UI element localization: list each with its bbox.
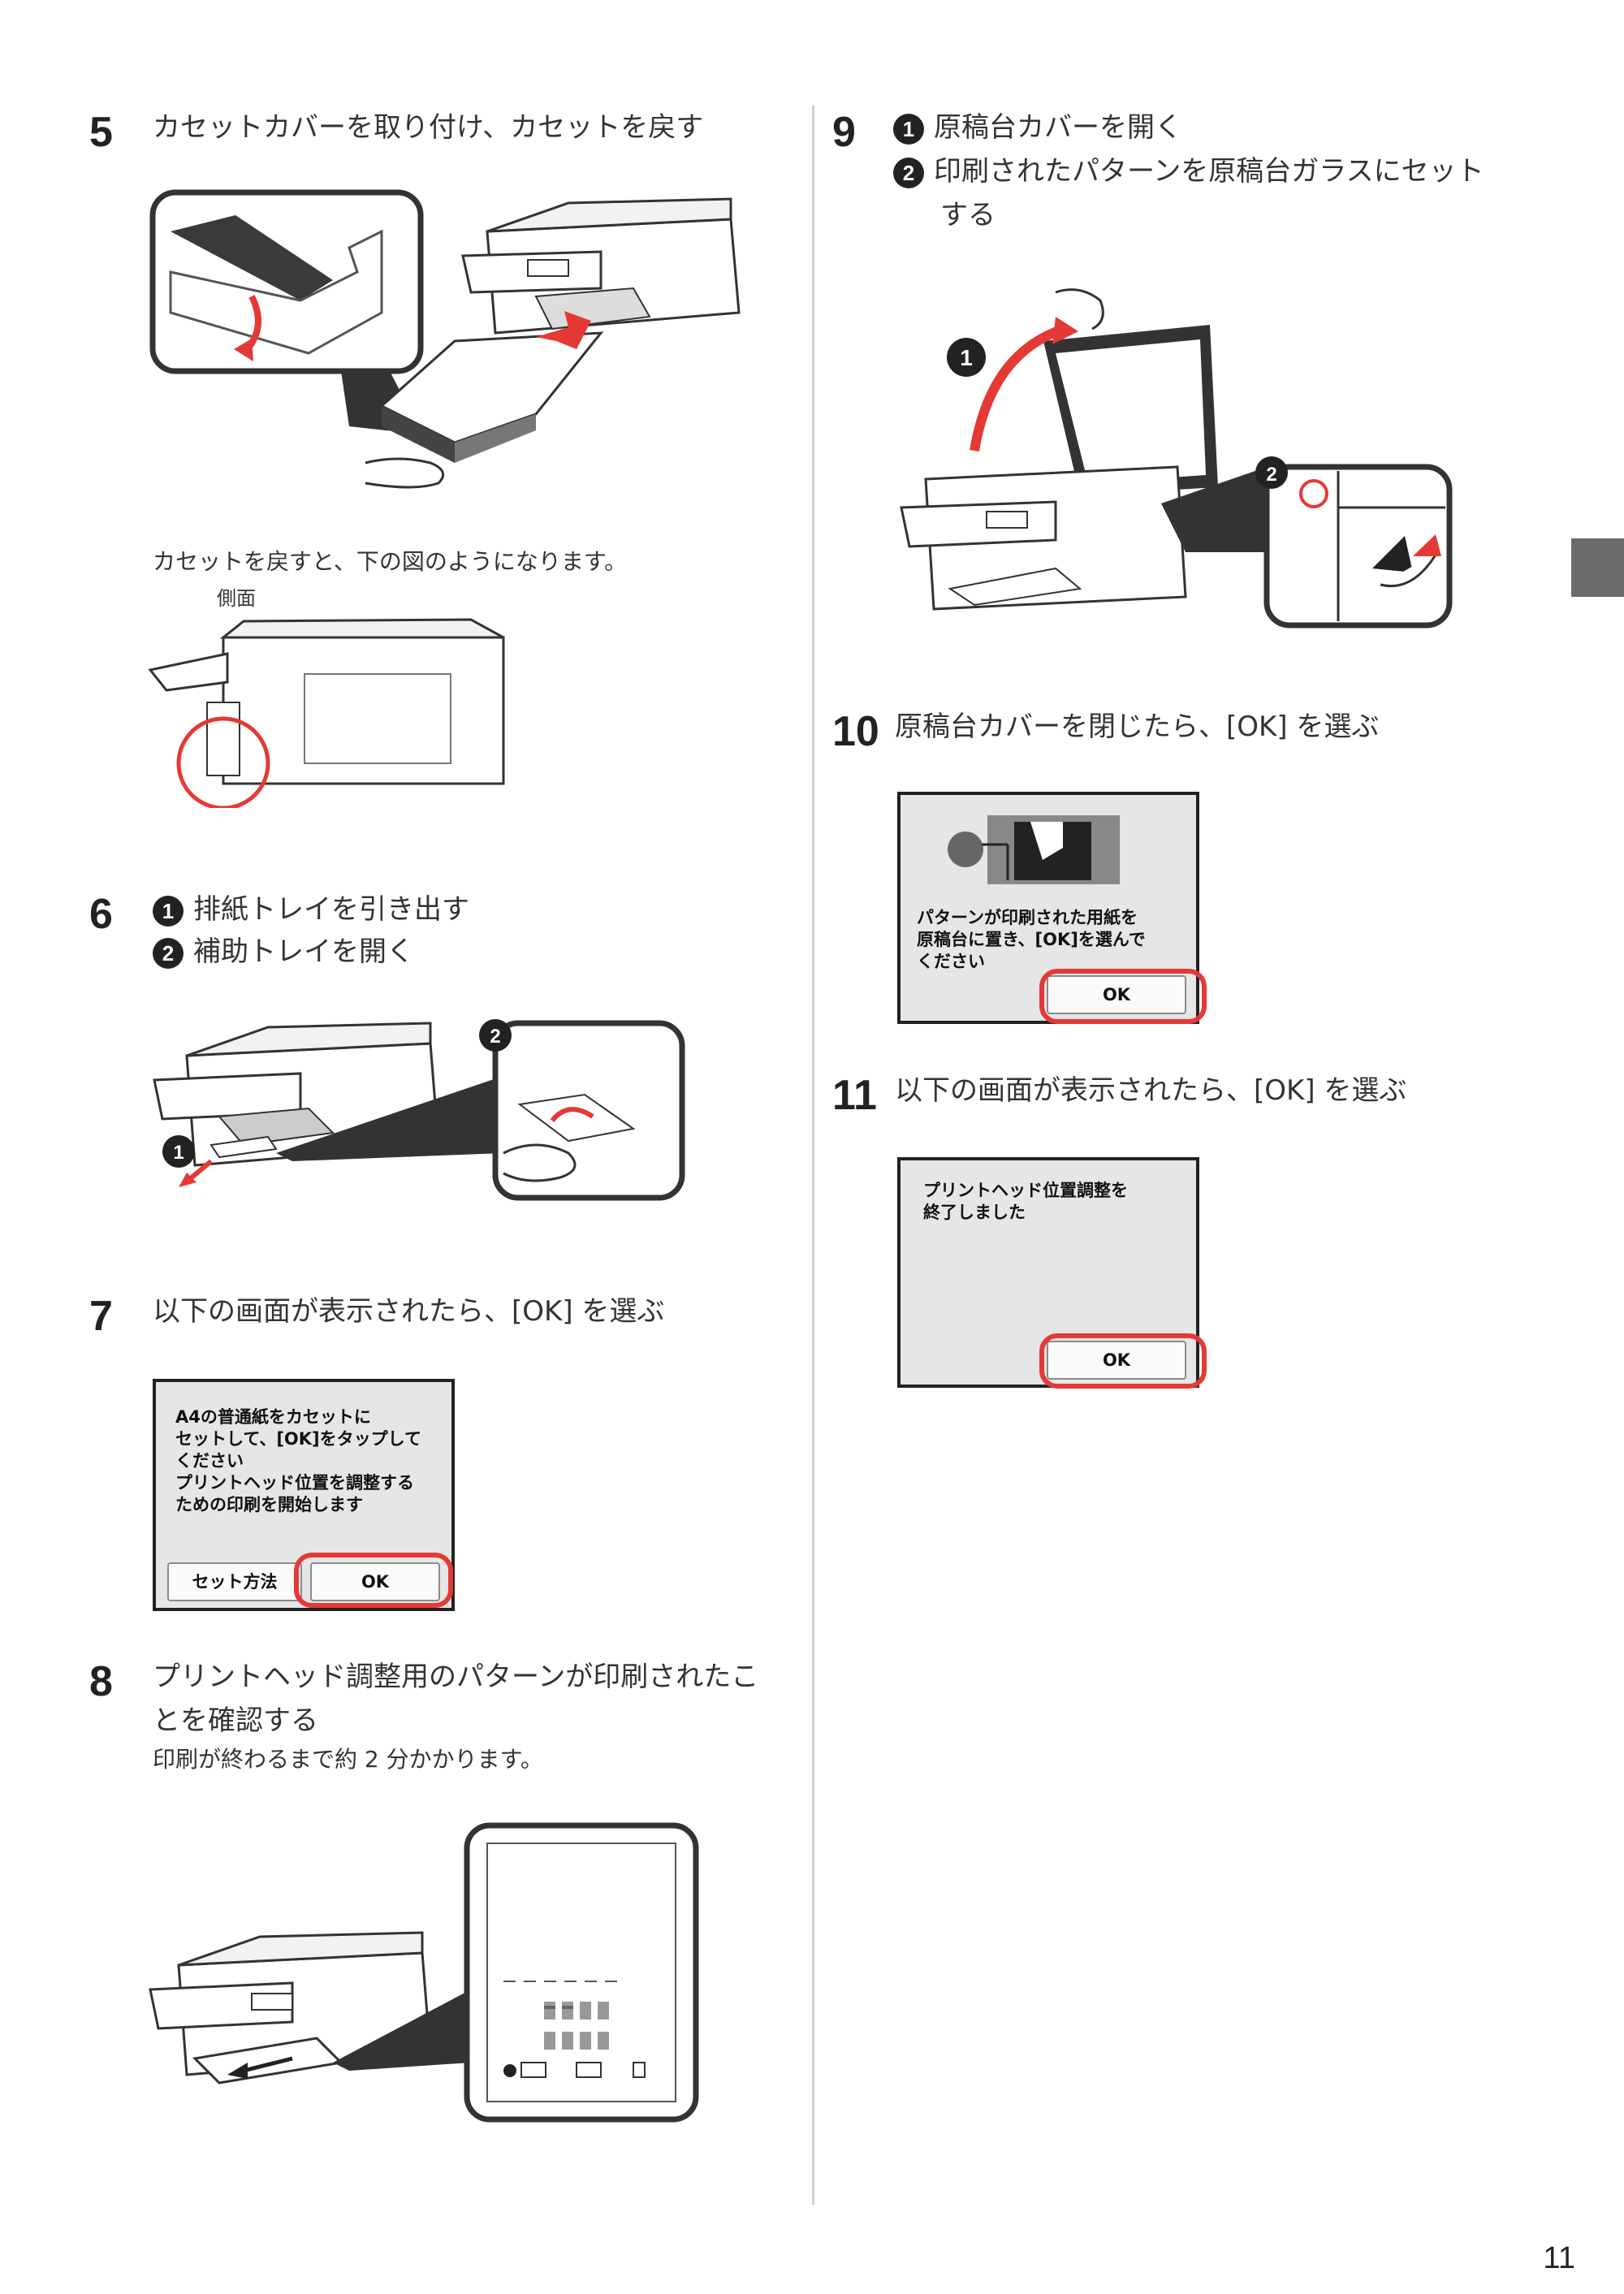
- step-7-screen: A4の普通紙をカセットに セットして、[OK]をタップして ください プリントヘ…: [153, 1379, 455, 1611]
- callout-1-text: 1: [173, 1142, 184, 1164]
- step-10-ok-button[interactable]: OK: [1047, 975, 1186, 1014]
- step-7-number: 7: [89, 1293, 113, 1340]
- step-7-text: 以下の画面が表示されたら、[OK] を選ぶ: [153, 1295, 665, 1328]
- step-10-screen-message: パターンが印刷された用紙を 原稿台に置き、[OK]を選んで ください: [917, 908, 1146, 971]
- glass-placement-icon: [948, 815, 1120, 884]
- step-10-text: 原稿台カバーを閉じたら、[OK] を選ぶ: [895, 711, 1380, 743]
- step-6-number: 6: [89, 891, 113, 938]
- step-8-note: 印刷が終わるまで約 2 分かかります。: [153, 1746, 543, 1773]
- step-10-number: 10: [832, 708, 879, 755]
- callout-1-text: 1: [960, 345, 973, 370]
- number-1-badge: 1: [153, 895, 184, 927]
- step-8-text-line-2: とを確認する: [153, 1704, 318, 1737]
- step-5-note: カセットを戻すと、下の図のようになります。: [153, 548, 628, 575]
- step-11-number: 11: [832, 1072, 877, 1119]
- step-11-screen-message: プリントヘッド位置調整を 終了しました: [923, 1181, 1128, 1222]
- step-5-number: 5: [89, 109, 113, 156]
- step-5-side-label: 側面: [217, 587, 256, 610]
- step-9-illustration: 1 2: [900, 288, 1453, 629]
- step-11-ok-highlight: [1039, 1333, 1207, 1389]
- step-10-ok-highlight: [1039, 969, 1207, 1024]
- step-9-number: 9: [832, 109, 856, 156]
- step-7-ok-highlight: [294, 1553, 453, 1608]
- step-5-illustration: [149, 189, 741, 489]
- page-number: 11: [1543, 2241, 1575, 2275]
- number-1-badge: 1: [893, 113, 924, 145]
- step-11-text: 以下の画面が表示されたら、[OK] を選ぶ: [895, 1074, 1407, 1107]
- callout-2-text: 2: [490, 1026, 500, 1048]
- step-11-ok-button[interactable]: OK: [1047, 1341, 1186, 1380]
- number-2-badge: 2: [893, 157, 924, 188]
- step-8-text-line-1: プリントヘッド調整用のパターンが印刷されたこ: [153, 1661, 759, 1693]
- step-7-ok-button[interactable]: OK: [310, 1562, 440, 1601]
- callout-2-text: 2: [1266, 464, 1276, 486]
- step-7-howto-button[interactable]: セット方法: [167, 1562, 302, 1601]
- column-divider: [812, 106, 814, 2205]
- step-5-side-view: [148, 618, 505, 808]
- step-10-screen: パターンが印刷された用紙を 原稿台に置き、[OK]を選んで ください OK: [897, 792, 1199, 1024]
- step-8-illustration: [149, 1822, 699, 2123]
- step-7-screen-message: A4の普通紙をカセットに セットして、[OK]をタップして ください プリントヘ…: [175, 1407, 422, 1514]
- step-5-text: カセットカバーを取り付け、カセットを戻す: [153, 111, 704, 144]
- number-2-badge: 2: [153, 937, 184, 969]
- step-8-number: 8: [89, 1658, 113, 1705]
- step-9-item-2-line-2: する: [940, 199, 996, 231]
- step-6-illustration: 1 2: [153, 1019, 685, 1201]
- section-tab: [1571, 538, 1624, 597]
